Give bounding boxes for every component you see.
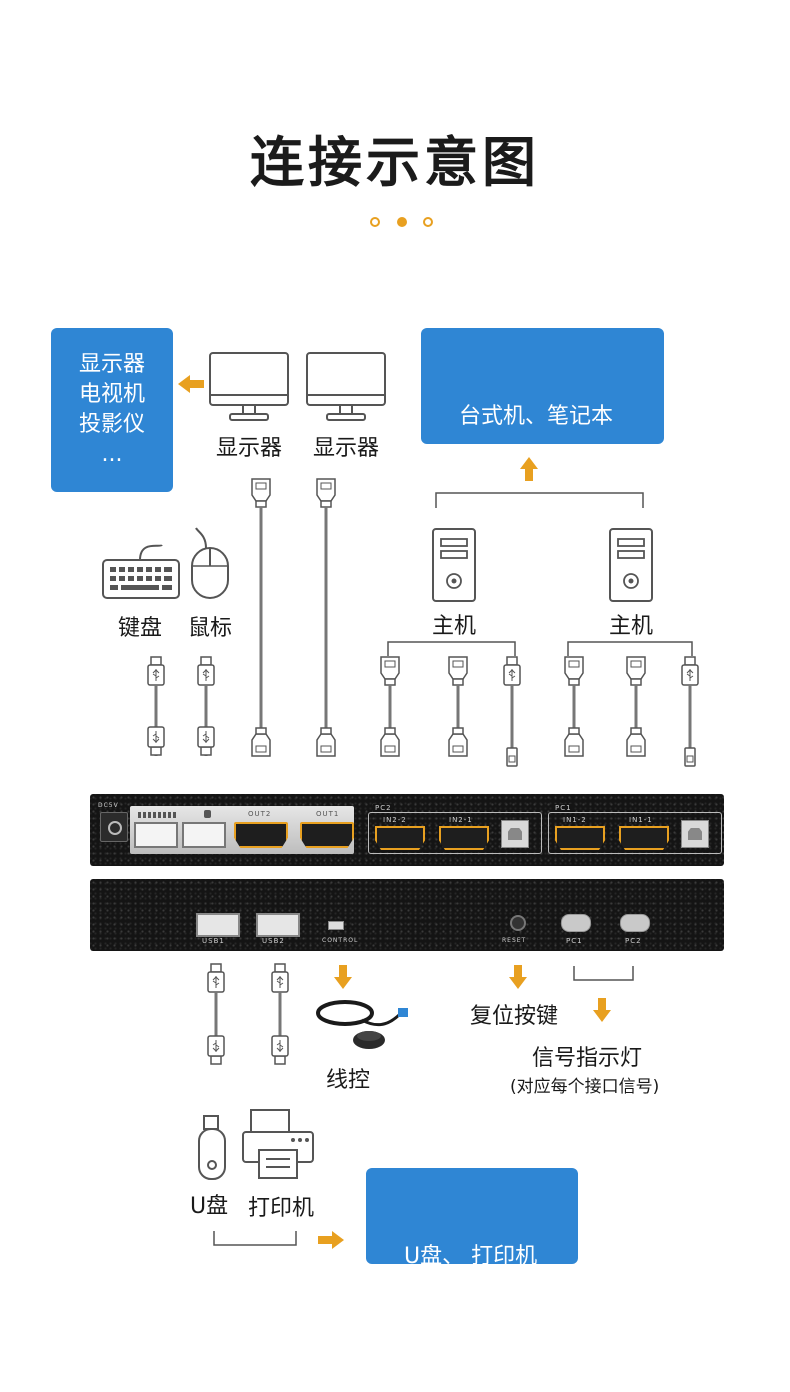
usb2-port[interactable] [256, 913, 300, 937]
port-label-in2-1: IN2-1 [449, 816, 473, 824]
port-label-out1: OUT1 [316, 810, 340, 818]
usb-cable [503, 656, 521, 767]
display-box-line: ... [101, 442, 123, 467]
udisk-icon [198, 1115, 226, 1180]
mouse-port-icon [204, 810, 211, 818]
wire-control-label: 线控 [326, 1068, 371, 1093]
computer-box-line: 监控、 游戏机 [459, 494, 612, 519]
port-label-in1-1: IN1-1 [629, 816, 653, 824]
display-box-line: 显示器 [78, 352, 145, 377]
hdmi-in2-2-port[interactable] [375, 826, 425, 850]
monitor-label: 显示器 [215, 436, 282, 461]
hdmi-in1-2-port[interactable] [555, 826, 605, 850]
mouse-label: 鼠标 [187, 616, 232, 641]
printer-icon [242, 1109, 314, 1179]
pagination-dots [368, 217, 438, 231]
indicator-light-note: (对应每个接口信号) [510, 1077, 660, 1097]
monitor-icon [306, 352, 386, 421]
usb-cable [271, 963, 289, 1065]
reset-button-label: 复位按键 [470, 1004, 559, 1029]
hdmi-cable [448, 656, 468, 757]
hdmi-out2-port[interactable] [234, 822, 288, 848]
pagination-dot[interactable] [370, 217, 380, 227]
pc2-port-group: PC2 IN2-2 IN2-1 [368, 804, 542, 854]
arrow-down-icon [593, 998, 611, 1022]
display-box-line: 电视机 [78, 382, 145, 407]
host-label: 主机 [608, 614, 653, 639]
computer-types-box: 台式机、笔记本 监控、 游戏机 服务器 ... [421, 328, 664, 609]
port-label-control: CONTROL [322, 937, 359, 944]
keyboard-label: 键盘 [117, 616, 162, 641]
port-label-pc2: PC2 [625, 937, 642, 945]
arrow-left-icon [178, 375, 204, 393]
usb-cable [207, 963, 225, 1065]
port-label-pc1: PC1 [566, 937, 583, 945]
pagination-dot-active[interactable] [397, 217, 407, 227]
page-title: 连接示意图 [250, 131, 540, 194]
monitor-icon [209, 352, 289, 421]
host-tower-icon [432, 528, 476, 602]
arrow-down-icon [334, 965, 352, 989]
usb-cable [147, 656, 165, 756]
printer-label: 打印机 [248, 1196, 315, 1221]
wire-control-icon [316, 1000, 408, 1049]
arrow-up-icon [520, 457, 538, 481]
host-label: 主机 [431, 614, 476, 639]
pc2-indicator-light [620, 914, 650, 932]
storage-box-line: 移动硬盘 ... [404, 1334, 534, 1359]
mouse-icon [191, 527, 229, 599]
usb-cable [681, 656, 699, 767]
usb-b-port[interactable] [681, 820, 709, 848]
indicator-light-label: 信号指示灯 [532, 1046, 643, 1071]
output-plate: OUT2 OUT1 [130, 806, 354, 854]
pagination-dot[interactable] [423, 217, 433, 227]
pc1-indicator-light [561, 914, 591, 932]
port-label-pc1: PC1 [553, 804, 574, 812]
pc1-port-group: PC1 IN1-2 IN1-1 [548, 804, 722, 854]
power-label: DC5V [98, 802, 119, 809]
port-label-usb1: USB1 [202, 937, 225, 945]
storage-devices-box: U盘、 打印机 移动硬盘 ... [366, 1168, 578, 1359]
keyboard-icon [102, 544, 180, 599]
display-devices-box: 显示器 电视机 投影仪 ... [51, 328, 173, 492]
port-label-usb2: USB2 [262, 937, 285, 945]
computer-box-line: 台式机、笔记本 [459, 404, 614, 429]
arrow-right-icon [318, 1231, 344, 1249]
hdmi-out1-port[interactable] [300, 822, 354, 848]
usb-port[interactable] [134, 822, 178, 848]
hdmi-cable [380, 656, 400, 757]
usb1-port[interactable] [196, 913, 240, 937]
storage-box-line: U盘、 打印机 [404, 1244, 538, 1269]
port-label-pc2: PC2 [373, 804, 394, 812]
hdmi-in1-1-port[interactable] [619, 826, 669, 850]
arrow-down-icon [509, 965, 527, 989]
hdmi-cable [626, 656, 646, 757]
usb-b-port[interactable] [501, 820, 529, 848]
port-label-in2-2: IN2-2 [383, 816, 407, 824]
monitor-label: 显示器 [312, 436, 379, 461]
port-label-out2: OUT2 [248, 810, 272, 818]
usb-cable [197, 656, 215, 756]
port-label-reset: RESET [502, 937, 527, 944]
hdmi-cable [316, 478, 336, 757]
display-box-line: 投影仪 [78, 412, 145, 437]
usb-port[interactable] [182, 822, 226, 848]
keyboard-port-icon [138, 812, 178, 818]
hdmi-cable [564, 656, 584, 757]
power-port[interactable] [100, 812, 128, 842]
host-tower-icon [609, 528, 653, 602]
kvm-back-panel: USB1 USB2 CONTROL RESET PC1 PC2 [90, 879, 724, 951]
hdmi-in2-1-port[interactable] [439, 826, 489, 850]
kvm-front-panel: DC5V OUT2 OUT1 PC2 IN2-2 IN2-1 PC1 IN1-2… [90, 794, 724, 866]
hdmi-cable [251, 478, 271, 757]
control-port[interactable] [328, 921, 344, 930]
port-label-in1-2: IN1-2 [563, 816, 587, 824]
reset-button[interactable] [510, 915, 526, 931]
udisk-label: U盘 [190, 1194, 229, 1219]
